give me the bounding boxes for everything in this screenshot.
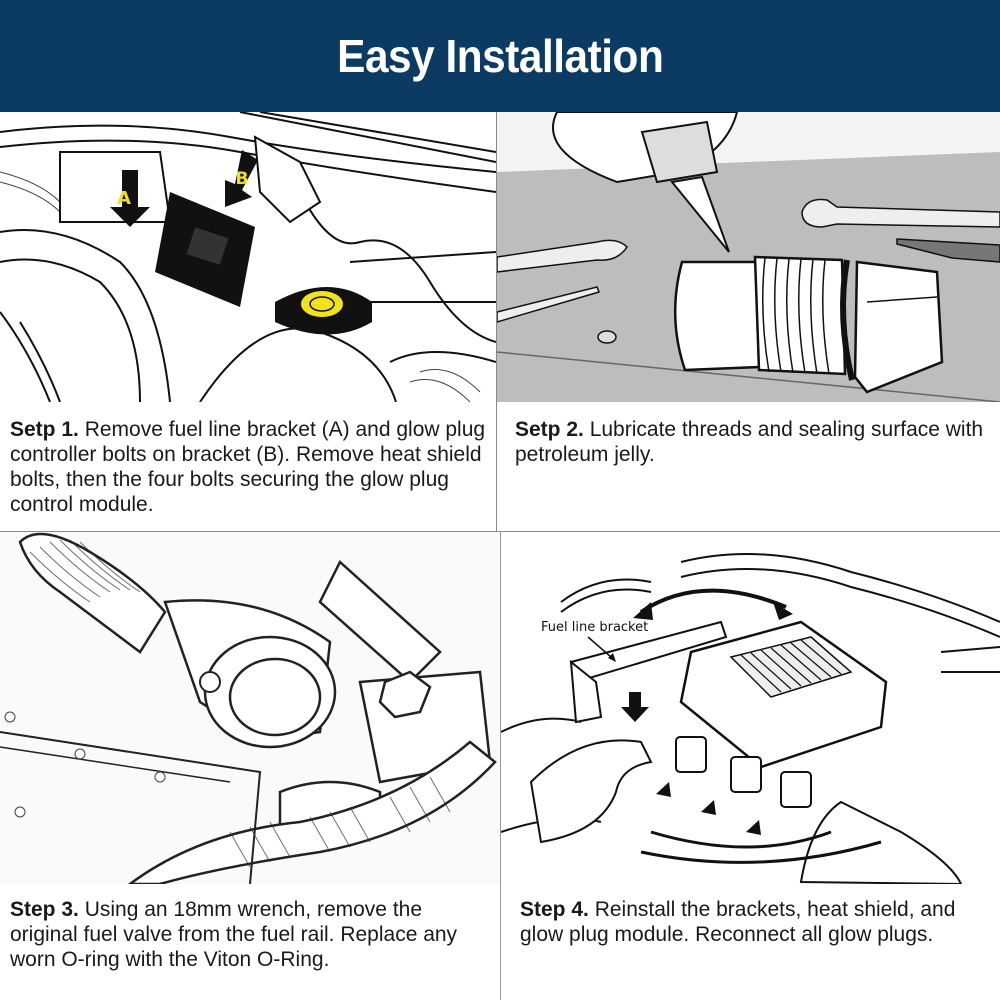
step-1-illustration: A B (0, 112, 496, 402)
step-2-text: Lubricate threads and sealing surface wi… (515, 418, 984, 466)
step-1-panel: A B Setp 1. Remove fuel line bracket (A)… (0, 112, 496, 532)
page-title: Easy Installation (336, 30, 664, 82)
step-4-label: Step 4. (520, 898, 589, 921)
step-1-label: Setp 1. (10, 418, 79, 441)
step-3-illustration (0, 532, 500, 884)
callout-a-label: A (117, 188, 131, 209)
step-2-panel: Setp 2. Lubricate threads and sealing su… (497, 112, 1000, 532)
panel-divider-vertical-top (496, 112, 497, 532)
step-3-caption: Step 3. Using an 18mm wrench, remove the… (10, 897, 490, 972)
panel-divider-vertical-bottom (500, 532, 501, 1000)
step-3-panel: Step 3. Using an 18mm wrench, remove the… (0, 532, 500, 1000)
step-4-illustration: Fuel line bracket (501, 532, 1000, 884)
fuel-line-bracket-drawing (569, 620, 728, 724)
step-2-caption: Setp 2. Lubricate threads and sealing su… (515, 417, 995, 467)
fuel-valve-drawing (673, 255, 944, 394)
fuel-line-bracket-label: Fuel line bracket (541, 620, 648, 635)
step-3-text: Using an 18mm wrench, remove the origina… (10, 898, 458, 971)
step-2-illustration (497, 112, 1000, 402)
panel-divider-horizontal (0, 531, 1000, 532)
step-4-caption: Step 4. Reinstall the brackets, heat shi… (520, 897, 995, 947)
glow-plug-module-drawing (679, 620, 888, 769)
step-1-text: Remove fuel line bracket (A) and glow pl… (10, 418, 486, 516)
glow-plug-module-drawing (155, 192, 255, 307)
callout-b-label: B (236, 169, 249, 189)
callout-arrow-b: B (225, 150, 258, 207)
step-4-text: Reinstall the brackets, heat shield, and… (520, 898, 956, 946)
header-banner: Easy Installation (0, 0, 1000, 112)
step-1-caption: Setp 1. Remove fuel line bracket (A) and… (10, 417, 496, 517)
step-2-label: Setp 2. (515, 418, 584, 441)
step-4-panel: Fuel line bracket Step 4. Reinstall the … (501, 532, 1000, 1000)
step-3-label: Step 3. (10, 898, 79, 921)
callout-arrow-a: A (110, 170, 150, 227)
reservoir-cap-drawing (275, 287, 372, 335)
